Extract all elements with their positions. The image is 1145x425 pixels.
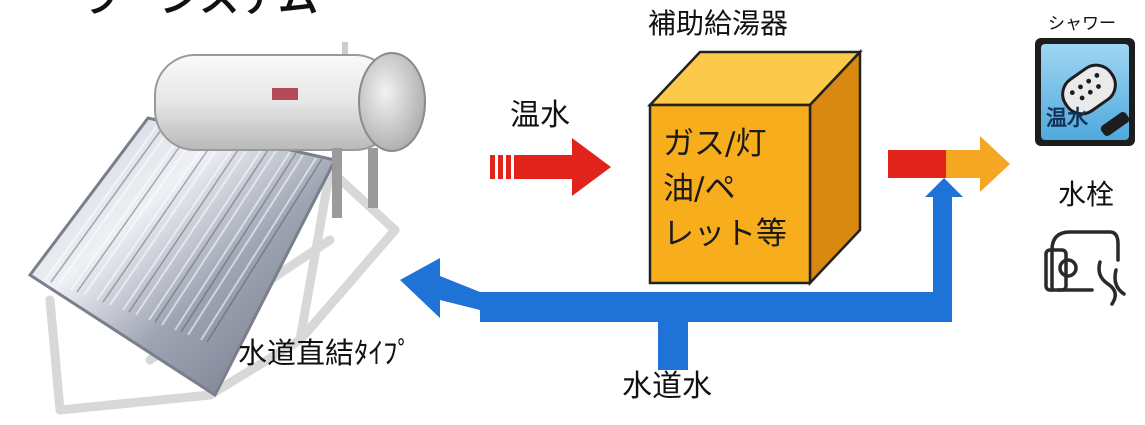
hot-water-label: 温水 [510,98,570,133]
solar-water-heater-image [27,42,426,415]
page-title: ーラーシステム [40,0,318,18]
auxiliary-heater-title: 補助給湯器 [648,7,789,40]
tap-water-label: 水道水 [622,369,712,404]
auxiliary-heater-box [647,48,863,287]
tap-water-arrow [400,178,963,370]
heater-fuel-text: ガス/灯 油/ペ レット等 [663,122,803,257]
shower-icon [1035,38,1135,146]
system-type-label: 水道直結ﾀｲﾌﾟ [238,336,413,370]
heater-fuel-line-3: レット等 [663,216,787,252]
faucet-icon [1044,230,1126,306]
faucet-label: 水栓 [1058,178,1115,211]
heater-fuel-line-1: ガス/灯 [663,126,767,162]
shower-label: シャワー [1048,14,1116,34]
shower-icon-text: 温水 [1046,106,1088,130]
outlet-arrow [888,136,1010,192]
hot-water-arrow [490,138,611,196]
heater-fuel-line-2: 油/ペ [663,171,736,207]
